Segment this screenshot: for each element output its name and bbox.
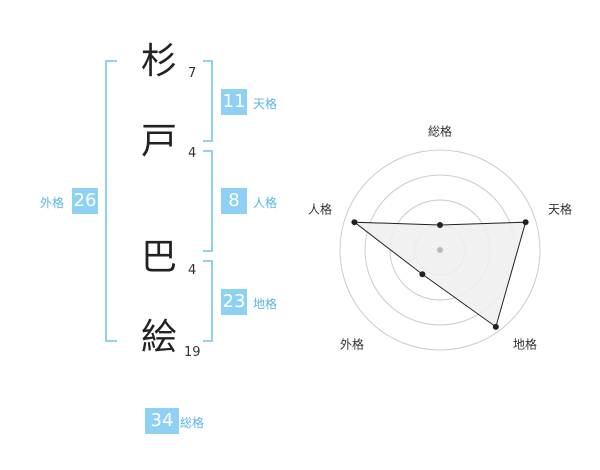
radar-axis-label-4: 外格 (340, 337, 364, 352)
radar-point-3 (492, 323, 499, 330)
jinkaku-value: 8 (221, 188, 247, 214)
tenkaku-bracket (203, 60, 213, 142)
radar-point-5 (351, 219, 358, 226)
tenkaku-label: 天格 (253, 97, 278, 111)
gaikaku-bracket (105, 60, 117, 342)
tenkaku-value: 11 (221, 89, 247, 115)
gaikaku-value: 26 (72, 188, 98, 214)
jinkaku-bracket (203, 150, 213, 252)
gaikaku-label: 外格 (40, 196, 65, 210)
chikaku-label: 地格 (253, 297, 278, 311)
radar-polygon (352, 221, 527, 328)
name-char-1: 杉 (141, 41, 178, 82)
stroke-count-2: 4 (188, 146, 197, 161)
radar-point-4 (419, 271, 426, 278)
chikaku-bracket (203, 260, 213, 342)
radar-point-1 (437, 222, 443, 228)
name-char-2: 戸 (141, 121, 178, 162)
radar-center-dot (437, 247, 443, 253)
stroke-count-3: 4 (188, 263, 197, 278)
soukaku-value: 34 (145, 408, 179, 434)
radar-axis-label-2: 天格 (548, 202, 572, 217)
stroke-count-1: 7 (188, 66, 197, 81)
chikaku-value: 23 (221, 289, 247, 315)
name-char-4: 絵 (141, 317, 178, 358)
radar-axis-label-5: 人格 (308, 202, 332, 217)
soukaku-label: 総格 (180, 416, 205, 430)
name-char-3: 巴 (141, 237, 178, 278)
radar-axis-label-1: 総格 (428, 124, 452, 139)
radar-point-2 (522, 219, 529, 226)
radar-axis-label-3: 地格 (513, 337, 537, 352)
radar-ring (339, 149, 541, 351)
jinkaku-label: 人格 (253, 196, 278, 210)
stroke-count-4: 19 (184, 345, 201, 360)
